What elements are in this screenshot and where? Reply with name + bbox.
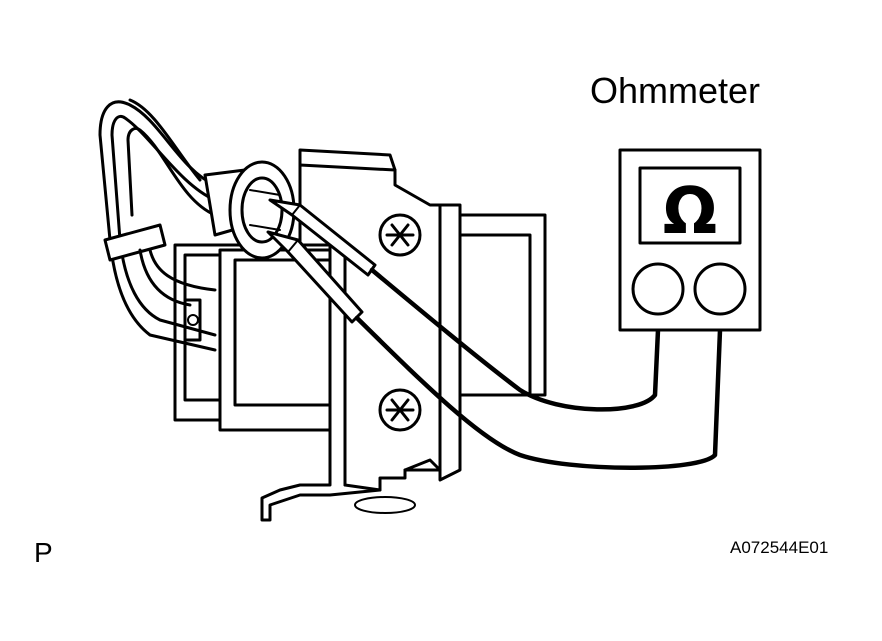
wire-harness — [98, 98, 217, 352]
ohmmeter: Ω — [618, 148, 762, 332]
test-lead — [354, 267, 723, 470]
screw-icon — [378, 213, 422, 257]
figure-code: A072544E01 — [730, 538, 829, 557]
view-letter: P — [34, 537, 53, 568]
screw-icon — [378, 388, 422, 432]
ohm-symbol-icon: Ω — [663, 175, 717, 249]
ohmmeter-label: Ohmmeter — [590, 70, 761, 111]
